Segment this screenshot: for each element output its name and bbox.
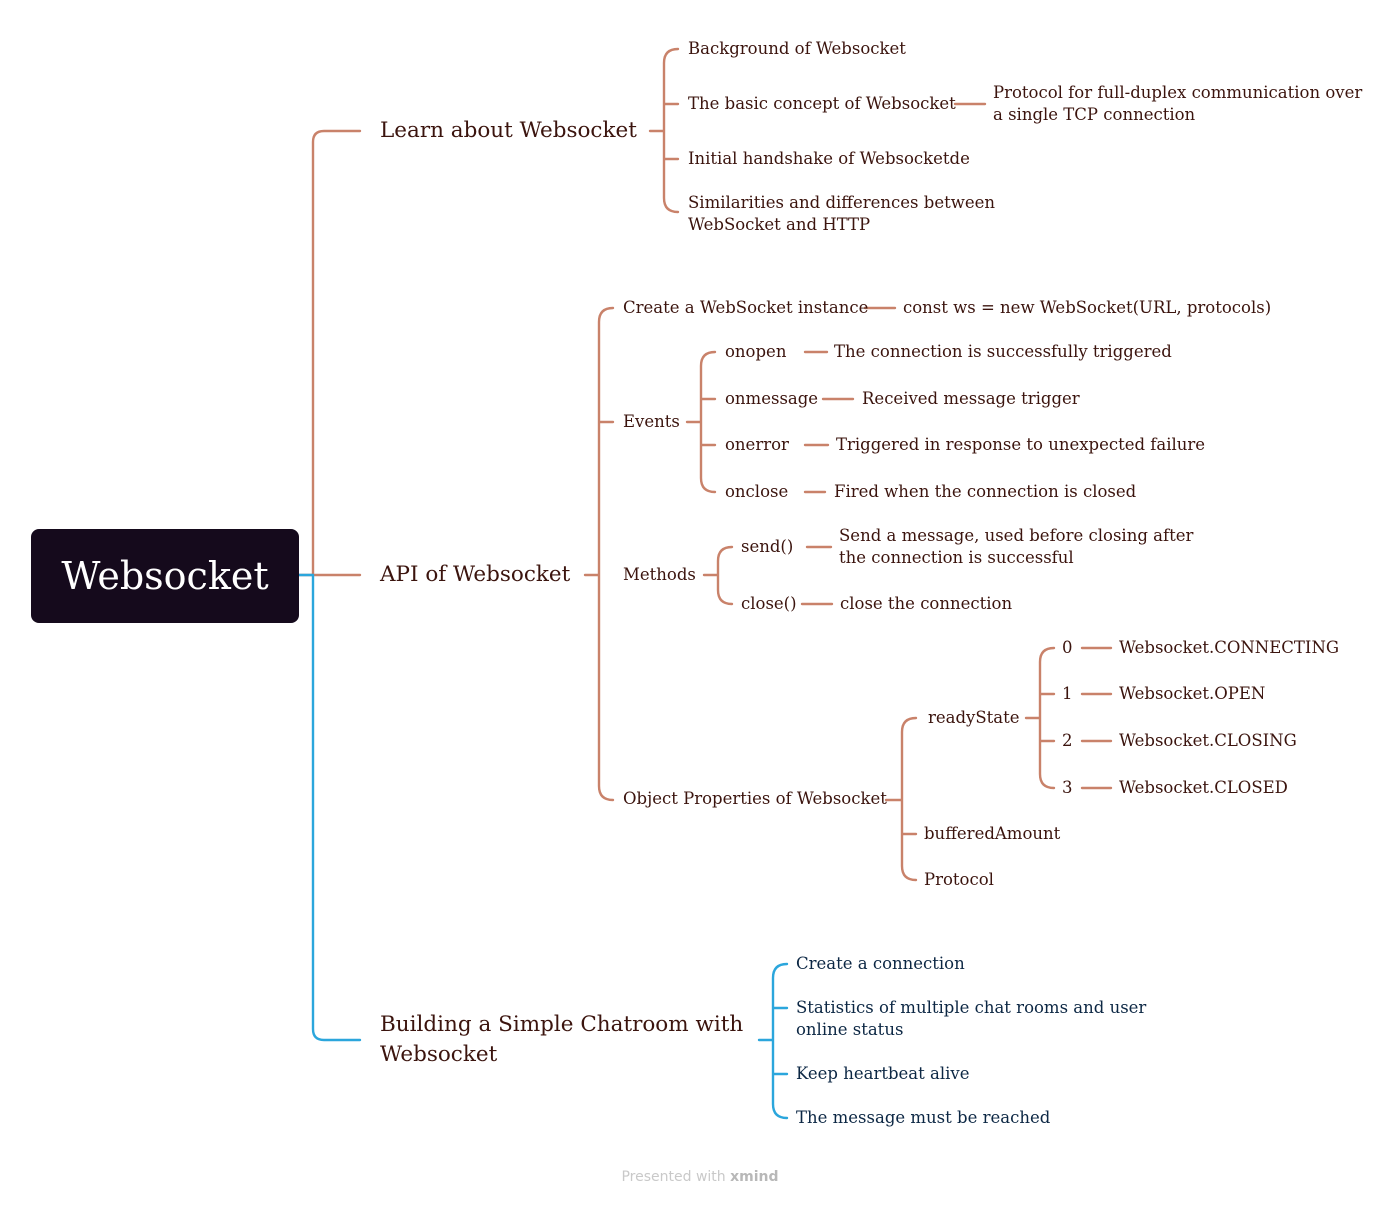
state-name-open[interactable]: Websocket.OPEN	[1119, 684, 1266, 703]
state-code-3[interactable]: 3	[1062, 778, 1073, 797]
api-create-instance[interactable]: Create a WebSocket instance	[623, 298, 869, 317]
event-onclose-desc[interactable]: Fired when the connection is closed	[834, 482, 1137, 501]
connector-chat-bracket	[757, 962, 789, 1120]
footer-prefix: Presented with	[621, 1169, 731, 1185]
branch-api-title[interactable]: API of Websocket	[380, 562, 571, 587]
learn-item-handshake[interactable]: Initial handshake of Websocketde	[688, 149, 970, 168]
learn-item-similarities-line1[interactable]: Similarities and differences between	[688, 193, 995, 212]
chat-item-statistics-line1[interactable]: Statistics of multiple chat rooms and us…	[796, 998, 1147, 1017]
root-node[interactable]: Websocket	[31, 529, 299, 623]
event-onerror[interactable]: onerror	[725, 435, 789, 454]
connector-methods-bracket	[702, 545, 734, 606]
state-name-connecting[interactable]: Websocket.CONNECTING	[1119, 638, 1340, 657]
prop-buffered-amount[interactable]: bufferedAmount	[924, 824, 1061, 843]
event-onclose[interactable]: onclose	[725, 482, 789, 501]
state-name-closed[interactable]: Websocket.CLOSED	[1119, 778, 1288, 797]
api-events[interactable]: Events	[623, 412, 680, 431]
chat-item-statistics-line2[interactable]: online status	[796, 1020, 904, 1039]
learn-item-background[interactable]: Background of Websocket	[688, 39, 906, 58]
event-onmessage[interactable]: onmessage	[725, 389, 819, 408]
method-send[interactable]: send()	[741, 537, 794, 556]
footer-credit: Presented with xmind	[0, 1169, 1400, 1185]
event-onopen[interactable]: onopen	[725, 342, 787, 361]
connector-root-learn	[297, 129, 362, 577]
method-send-desc-line2[interactable]: the connection is successful	[839, 548, 1074, 567]
branch-chat-title-line1[interactable]: Building a Simple Chatroom with	[380, 1012, 744, 1037]
state-code-1[interactable]: 1	[1062, 684, 1073, 703]
connector-event-descs	[803, 350, 855, 494]
xmind-logo-text: xmind	[730, 1169, 779, 1185]
method-close[interactable]: close()	[741, 594, 797, 613]
event-onerror-desc[interactable]: Triggered in response to unexpected fail…	[836, 435, 1206, 454]
event-onmessage-desc[interactable]: Received message trigger	[862, 389, 1080, 408]
connector-props-bracket	[884, 716, 918, 882]
api-object-properties[interactable]: Object Properties of Websocket	[623, 789, 887, 808]
chat-item-heartbeat[interactable]: Keep heartbeat alive	[796, 1064, 970, 1083]
connector-method-descs	[800, 545, 834, 606]
connector-root-chat	[297, 573, 362, 1042]
method-send-desc-line1[interactable]: Send a message, used before closing afte…	[839, 526, 1194, 545]
state-code-0[interactable]: 0	[1062, 638, 1073, 657]
learn-item-basic-concept[interactable]: The basic concept of Websocket	[688, 94, 956, 113]
api-create-code[interactable]: const ws = new WebSocket(URL, protocols)	[903, 298, 1272, 317]
connector-events-bracket	[685, 350, 717, 494]
concept-detail-line2[interactable]: a single TCP connection	[993, 105, 1196, 124]
chat-item-create-connection[interactable]: Create a connection	[796, 954, 965, 973]
prop-readystate[interactable]: readyState	[928, 708, 1020, 727]
state-code-2[interactable]: 2	[1062, 731, 1073, 750]
branch-chat-title-line2[interactable]: Websocket	[380, 1042, 498, 1067]
connector-learn-bracket	[648, 47, 680, 214]
api-methods[interactable]: Methods	[623, 565, 696, 584]
state-name-closing[interactable]: Websocket.CLOSING	[1119, 731, 1297, 750]
prop-protocol[interactable]: Protocol	[924, 870, 994, 889]
learn-item-similarities-line2[interactable]: WebSocket and HTTP	[688, 215, 871, 234]
connector-api-bracket	[583, 306, 615, 802]
concept-detail-line1[interactable]: Protocol for full-duplex communication o…	[993, 83, 1363, 102]
connector-state-names	[1080, 646, 1113, 790]
event-onopen-desc[interactable]: The connection is successfully triggered	[834, 342, 1172, 361]
method-close-desc[interactable]: close the connection	[840, 594, 1013, 613]
branch-learn-title[interactable]: Learn about Websocket	[380, 118, 637, 143]
chat-item-message-reached[interactable]: The message must be reached	[796, 1108, 1051, 1127]
connector-readystate-bracket	[1024, 646, 1056, 790]
